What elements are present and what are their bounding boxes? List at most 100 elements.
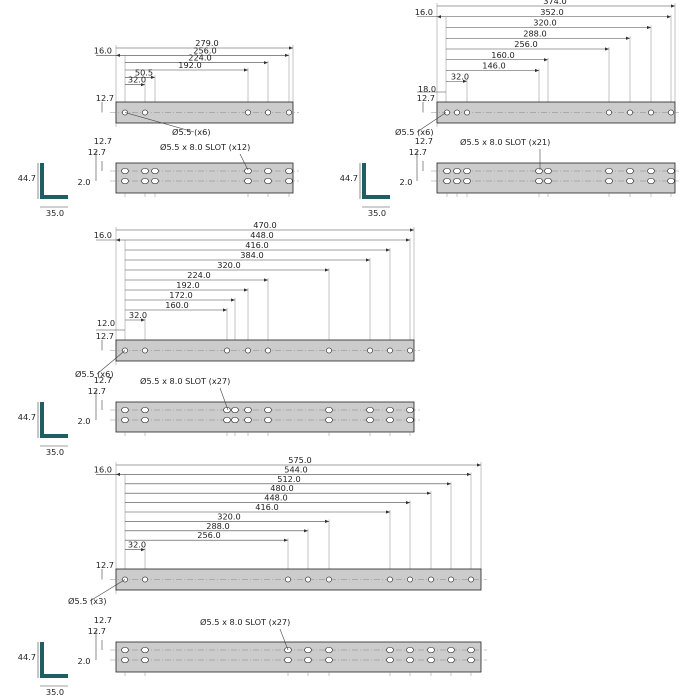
dimension-label: 448.0 (250, 230, 273, 240)
slot (304, 647, 312, 653)
arrowhead (626, 36, 630, 40)
slot (467, 647, 475, 653)
hole-note: Ø5.5 (x6) (172, 127, 211, 137)
slot (223, 407, 231, 413)
dimension-label: 512.0 (277, 474, 300, 484)
height-label: 12.7 (409, 147, 427, 157)
mounting-hole (265, 109, 271, 116)
slot (285, 168, 293, 174)
height-label: 12.7 (415, 136, 433, 146)
slot (626, 168, 634, 174)
arrowhead (141, 318, 145, 322)
slot (605, 168, 613, 174)
offset-label: 18.0 (418, 84, 436, 94)
mounting-hole (668, 109, 674, 116)
slot (427, 657, 435, 663)
arrowhead (304, 529, 308, 533)
total-dimension-label: 470.0 (253, 220, 276, 230)
slot (406, 407, 414, 413)
arrowhead (437, 15, 441, 19)
slot (406, 417, 414, 423)
profile-width-label: 35.0 (368, 208, 386, 218)
arrowhead (223, 308, 227, 312)
profile-height-label: 44.7 (18, 652, 36, 662)
slot (264, 168, 272, 174)
mounting-hole (428, 576, 434, 583)
slot (141, 178, 149, 184)
mounting-hole (245, 347, 251, 354)
slot (366, 407, 374, 413)
mounting-hole (627, 109, 633, 116)
mounting-hole (464, 109, 470, 116)
slot (647, 168, 655, 174)
dimension-label: 544.0 (284, 464, 307, 474)
slot (231, 407, 239, 413)
arrowhead (605, 47, 609, 51)
arrowhead (427, 491, 431, 495)
dimension-label: 288.0 (206, 521, 229, 531)
dimension-label: 32.0 (451, 71, 469, 81)
mounting-hole (387, 347, 393, 354)
leader-line (279, 628, 289, 651)
bracket-side-view (115, 162, 294, 194)
arrowhead (535, 68, 539, 73)
slot (386, 417, 394, 423)
mounting-hole (648, 109, 654, 116)
slot (244, 178, 252, 184)
dimension-label: 256.0 (197, 530, 220, 540)
slot (544, 168, 552, 174)
slot (285, 178, 293, 184)
arrowhead (264, 61, 268, 65)
slot (406, 647, 414, 653)
offset-label: 16.0 (94, 45, 112, 55)
profile-height-label: 44.7 (18, 412, 36, 422)
slot (264, 417, 272, 423)
height-label: 12.7 (88, 147, 106, 157)
total-dimension-label: 279.0 (195, 38, 218, 48)
arrowhead (264, 278, 268, 282)
dimension-label: 224.0 (188, 53, 211, 63)
slot (264, 407, 272, 413)
dimension-label: 480.0 (270, 483, 293, 493)
mounting-hole (142, 347, 148, 354)
dimension-label: 192.0 (178, 60, 201, 70)
mounting-hole (407, 347, 413, 354)
dimension-label: 320.0 (533, 18, 556, 28)
profile-width-label: 35.0 (46, 687, 64, 697)
profile-height-label: 44.7 (18, 173, 36, 183)
dimension-label: 160.0 (491, 50, 514, 60)
dimension-label: 32.0 (128, 75, 146, 85)
slot (264, 178, 272, 184)
slot (231, 417, 239, 423)
arrowhead (366, 258, 370, 262)
profile-width-label: 35.0 (46, 447, 64, 457)
slot (447, 647, 455, 653)
slot (141, 417, 149, 423)
dimension-label: 384.0 (240, 250, 263, 260)
mounting-hole (367, 347, 373, 354)
leader-line (96, 350, 126, 375)
offset-label: 16.0 (415, 7, 433, 17)
mounting-hole (448, 576, 454, 583)
offset-label: 12.0 (97, 318, 115, 328)
slot (667, 178, 675, 184)
slot (667, 168, 675, 174)
profile-thickness-label: 2.0 (399, 177, 412, 187)
hole-note: Ø5.5 (x6) (395, 127, 434, 137)
slot (453, 168, 461, 174)
dimension-label: 320.0 (217, 511, 240, 521)
arrowhead (141, 83, 145, 87)
slot (244, 417, 252, 423)
slot (141, 407, 149, 413)
arrowhead (671, 4, 675, 8)
total-dimension-label: 374.0 (543, 0, 566, 6)
slot (406, 657, 414, 663)
leader-line (89, 579, 126, 602)
slot-note: Ø5.5 x 8.0 SLOT (x27) (200, 617, 290, 627)
slot (284, 657, 292, 663)
slot (151, 168, 159, 174)
arrowhead (406, 501, 410, 505)
mounting-hole (444, 109, 450, 116)
